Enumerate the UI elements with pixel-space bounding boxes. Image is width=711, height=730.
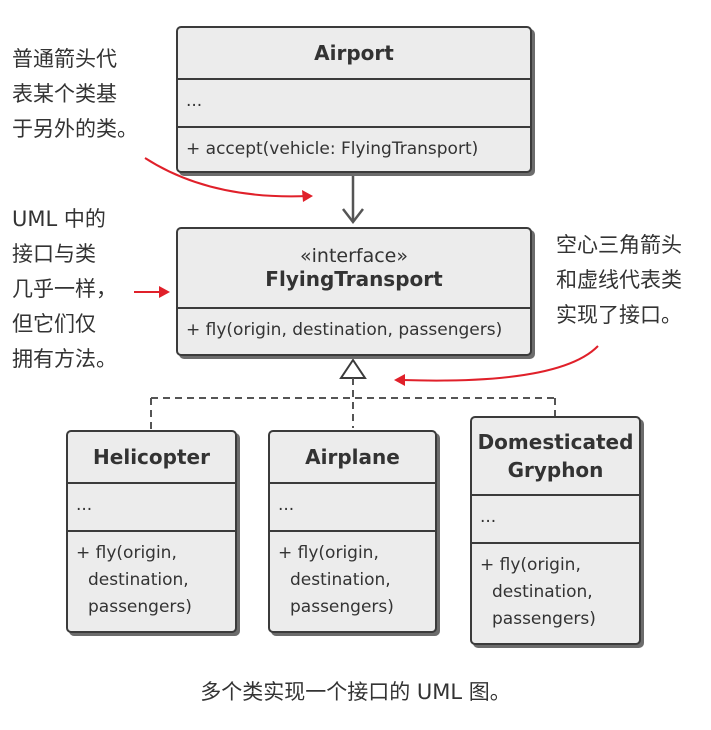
note-realization: 空心三角箭头 和虚线代表类 实现了接口。	[556, 228, 682, 333]
association-arrowhead	[342, 208, 364, 225]
method-line: passengers)	[88, 597, 192, 617]
method-line: destination,	[290, 570, 391, 590]
class-name-line: Domesticated	[477, 430, 634, 454]
note-line: 于另外的类。	[12, 117, 138, 141]
interface-name: FlyingTransport	[265, 267, 443, 291]
class-helicopter: Helicopter ... + fly(origin, destination…	[66, 430, 237, 633]
note-line: 和虚线代表类	[556, 268, 682, 292]
note-interface: UML 中的 接口与类 几乎一样， 但它们仅 拥有方法。	[12, 202, 117, 377]
interface-flying-transport: «interface» FlyingTransport + fly(origin…	[176, 227, 532, 356]
note-line: 几乎一样，	[12, 277, 117, 301]
class-airport: Airport ... + accept(vehicle: FlyingTran…	[176, 26, 532, 173]
stereotype-label: «interface»	[300, 245, 408, 267]
note-arrow-3	[401, 345, 599, 382]
note-arrow-1-head	[302, 190, 313, 202]
note-line: 空心三角箭头	[556, 233, 682, 257]
interface-header: «interface» FlyingTransport	[178, 229, 530, 307]
note-line: 接口与类	[12, 242, 96, 266]
class-name: Helicopter	[93, 445, 210, 469]
method-line: + fly(origin,	[76, 543, 177, 563]
method-line: + fly(origin,	[480, 555, 581, 575]
class-airplane: Airplane ... + fly(origin, destination, …	[268, 430, 437, 633]
interface-methods: + fly(origin, destination, passengers)	[178, 307, 530, 354]
method-line: + fly(origin,	[278, 543, 379, 563]
class-name: Airport	[314, 41, 394, 65]
class-name: Domesticated Gryphon	[472, 418, 639, 494]
figure-caption: 多个类实现一个接口的 UML 图。	[200, 680, 511, 704]
note-arrow-1	[144, 157, 309, 198]
note-line: 表某个类基	[12, 82, 117, 106]
class-methods: + accept(vehicle: FlyingTransport)	[178, 126, 530, 171]
class-fields: ...	[68, 482, 235, 530]
class-fields: ...	[270, 482, 435, 530]
class-methods: + fly(origin, destination, passengers)	[68, 530, 235, 631]
note-line: 但它们仅	[12, 312, 96, 336]
note-arrow-2-head	[159, 286, 170, 298]
method-line: passengers)	[290, 597, 394, 617]
class-domesticated-gryphon: Domesticated Gryphon ... + fly(origin, d…	[470, 416, 641, 645]
method-line: passengers)	[492, 609, 596, 629]
realization-triangle	[339, 358, 367, 379]
class-methods: + fly(origin, destination, passengers)	[270, 530, 435, 631]
note-line: 拥有方法。	[12, 347, 117, 371]
class-methods: + fly(origin, destination, passengers)	[472, 542, 639, 643]
class-name-line: Gryphon	[507, 458, 604, 482]
method-line: destination,	[88, 570, 189, 590]
note-line: 普通箭头代	[12, 47, 117, 71]
method-line: destination,	[492, 582, 593, 602]
note-line: UML 中的	[12, 207, 106, 231]
class-fields: ...	[472, 494, 639, 542]
class-fields: ...	[178, 78, 530, 126]
class-name: Airplane	[305, 445, 400, 469]
note-line: 实现了接口。	[556, 303, 682, 327]
note-arrow-3-head	[394, 374, 405, 386]
note-association: 普通箭头代 表某个类基 于另外的类。	[12, 42, 138, 147]
